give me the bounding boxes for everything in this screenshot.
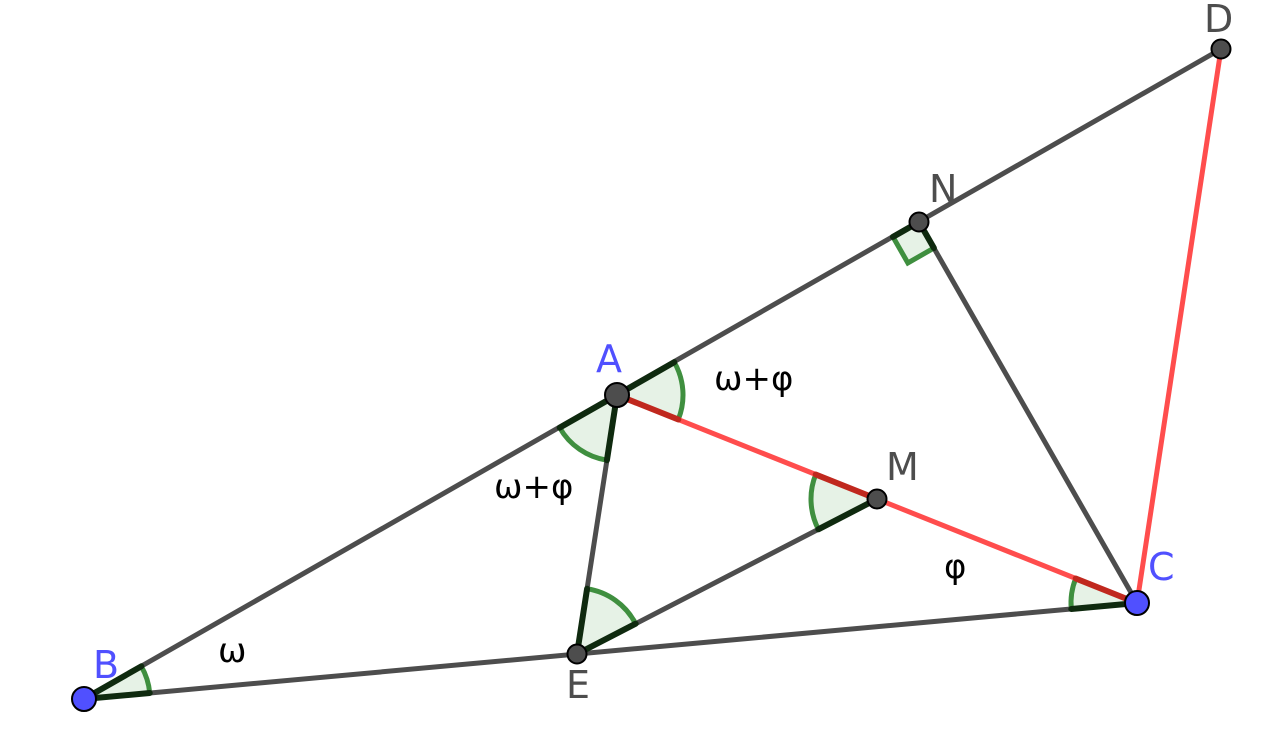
- angle-a-marker-arc: [557, 426, 608, 463]
- segment-nc[interactable]: [916, 219, 1140, 606]
- point-label-m: M: [886, 445, 919, 489]
- point-c[interactable]: [1124, 590, 1150, 616]
- angle-m-side-e: [815, 496, 880, 533]
- point-label-n: N: [929, 167, 957, 211]
- angle-m-marker-arc: [808, 473, 821, 531]
- point-a[interactable]: [604, 382, 630, 408]
- angle-label-omega-plus-phi-right: ω+φ: [714, 359, 793, 399]
- point-label-d: D: [1204, 0, 1233, 41]
- angle-e-side-a: [574, 585, 591, 657]
- angle-markers: [84, 222, 1137, 699]
- angle-m-side-a: [812, 471, 880, 502]
- point-n[interactable]: [908, 211, 930, 233]
- point-d[interactable]: [1210, 38, 1232, 60]
- point-label-b: B: [93, 643, 119, 687]
- segment-bc[interactable]: [81, 600, 1140, 702]
- point-label-a: A: [596, 337, 622, 381]
- angle-e-marker-arc: [586, 586, 638, 625]
- angle-a-marker-arc: [672, 360, 686, 421]
- labels: A B C D E M N ω ω+φ ω+φ φ: [93, 0, 1233, 707]
- angle-label-omega-plus-phi-left: ω+φ: [494, 467, 573, 507]
- point-m[interactable]: [866, 488, 888, 510]
- points: [71, 38, 1232, 712]
- point-label-c: C: [1148, 545, 1175, 589]
- angle-n-marker-corner: [890, 235, 936, 267]
- angle-m-marker-fill: [811, 474, 877, 530]
- point-e[interactable]: [566, 643, 588, 665]
- angle-label-phi: φ: [944, 547, 966, 587]
- angle-e-side-m: [574, 620, 639, 657]
- point-b[interactable]: [71, 686, 97, 712]
- angle-label-omega: ω: [218, 631, 246, 671]
- angle-a-marker-fill: [617, 362, 684, 420]
- segment-cd[interactable]: [1134, 46, 1224, 606]
- point-label-e: E: [566, 663, 590, 707]
